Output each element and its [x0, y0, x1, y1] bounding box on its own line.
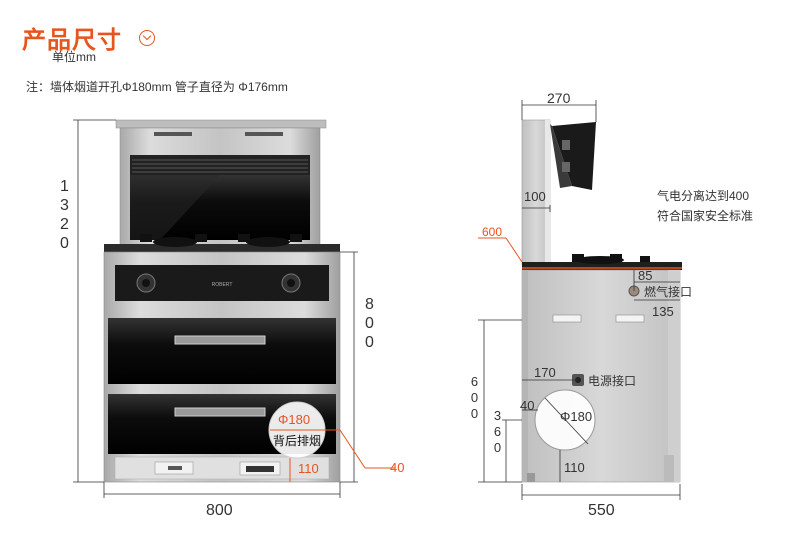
chevron-down-icon	[139, 30, 155, 46]
gas-connector-label: 燃气接口	[644, 285, 693, 299]
page-title: 产品尺寸	[22, 27, 122, 54]
dim-height-1320-text: 1320	[56, 178, 73, 254]
separation-note-1: 气电分离达到400	[657, 189, 750, 203]
separation-note-2: 符合国家安全标准	[657, 209, 754, 223]
dim-power-offset: 170	[534, 365, 556, 380]
dim-gas-horizontal: 135	[652, 304, 674, 319]
dim-exhaust-offset: 110	[298, 461, 319, 476]
dim-side-exhaust-diameter: Φ180	[560, 409, 593, 424]
unit-label: 单位mm	[52, 50, 96, 64]
dim-wall-gap: 600	[482, 225, 503, 239]
dim-exhaust-bottom: 110	[564, 460, 585, 475]
dim-height-800: 800	[359, 296, 378, 359]
dim-exhaust-40: 40	[520, 398, 535, 413]
dim-height-800-text: 800	[361, 296, 378, 353]
dim-top-width: 270	[547, 90, 571, 106]
dim-height-360: 360	[490, 408, 505, 459]
power-connector-label: 电源接口	[588, 374, 637, 388]
dim-width-800: 800	[206, 502, 233, 519]
brand-logo: ROBERT	[212, 282, 233, 288]
dim-height-1320: 1320	[54, 178, 73, 260]
dim-exhaust-diameter: Φ180	[278, 412, 311, 427]
dim-back-depth: 100	[524, 189, 546, 204]
dim-gas-vertical: 85	[638, 268, 653, 283]
dim-height-600: 600	[467, 374, 482, 425]
note-text: 注：墙体烟道开孔Φ180mm 管子直径为 Φ176mm	[26, 80, 288, 94]
dim-height-600-text: 600	[467, 374, 482, 422]
dim-side-offset: 40	[390, 460, 405, 475]
front-view: ROBERT	[73, 119, 395, 498]
dim-height-360-text: 360	[490, 408, 505, 456]
exhaust-label: 背后排烟	[273, 434, 322, 448]
dim-depth-550: 550	[588, 502, 615, 519]
side-view	[478, 100, 682, 500]
